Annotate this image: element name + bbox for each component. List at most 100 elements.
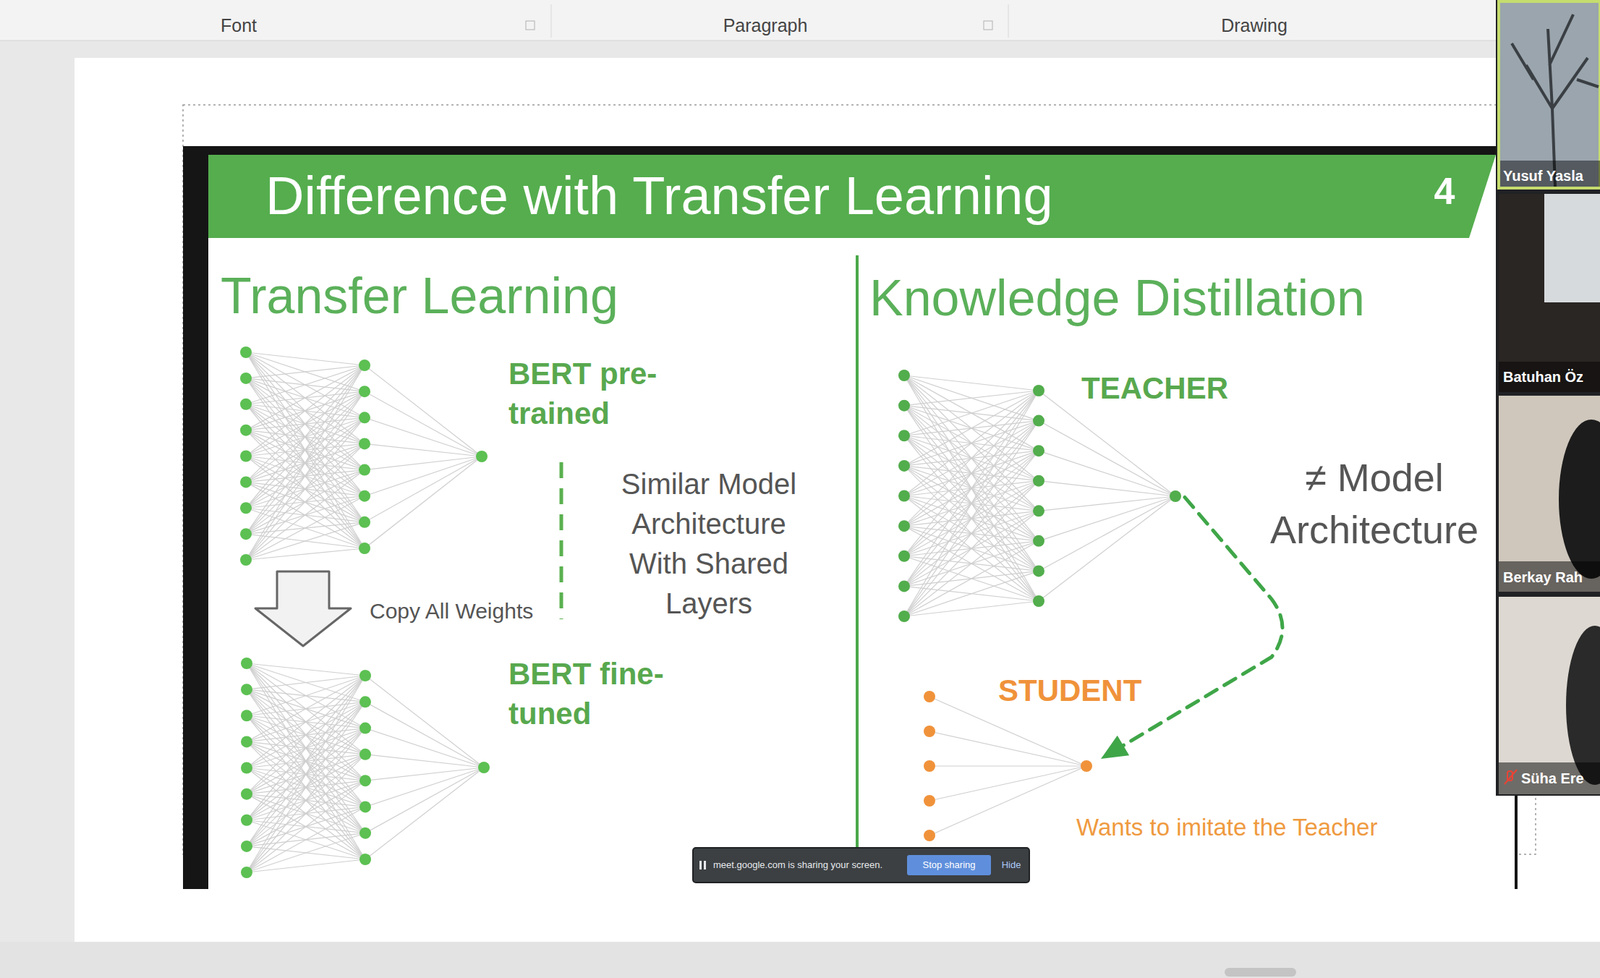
neuron-dot [1032, 384, 1045, 397]
neuron-dot [240, 683, 253, 696]
neuron-dot [923, 829, 936, 842]
network-link [904, 375, 1039, 391]
neuron-dot [1032, 595, 1045, 607]
pause-icon [699, 860, 702, 870]
network-link [245, 365, 365, 508]
neuron-dot [1032, 415, 1045, 427]
neuron-dot [240, 424, 252, 437]
network-drawing [238, 345, 489, 568]
network-link [365, 767, 484, 860]
ribbon-group-label: Font [166, 14, 312, 37]
ribbon-separator [1008, 4, 1010, 38]
network-link [364, 456, 482, 471]
neuron-dot [1032, 444, 1045, 457]
name-shade [1498, 561, 1600, 592]
neuron-dot [898, 490, 910, 502]
neuron-dot [898, 369, 910, 382]
network-link [1038, 496, 1176, 571]
network-drawing [896, 368, 1183, 624]
dialog-launcher [983, 20, 993, 30]
network-link [246, 675, 366, 690]
neuron-dot [358, 542, 371, 555]
node-label: BERT fine-tuned [508, 653, 683, 734]
neuron-dot [923, 690, 936, 703]
network-link [246, 675, 366, 716]
section-heading: Transfer Learning [220, 266, 619, 325]
neuron-dot [898, 520, 910, 532]
note-text: ≠ Model Architecture [1258, 451, 1491, 556]
button-label: Hide [998, 859, 1025, 871]
dashed-arrow [1123, 497, 1283, 746]
neuron-dot [923, 794, 936, 807]
network-link [246, 728, 366, 873]
neuron-dot [240, 450, 252, 463]
scrollbar-thumb [1224, 967, 1297, 977]
participant-name: Süha Ere [1521, 769, 1585, 787]
network-link [245, 365, 365, 457]
neuron-dot [240, 840, 253, 853]
network-link [246, 701, 366, 873]
network-link [904, 570, 1039, 617]
network-link [1038, 420, 1176, 497]
network-link [365, 675, 484, 768]
network-link [246, 675, 366, 742]
video-tile [1498, 1, 1600, 189]
network-link [364, 365, 482, 457]
network-link [245, 352, 365, 444]
network-link [904, 375, 1039, 451]
network-link [245, 352, 365, 471]
name-shade [1500, 160, 1600, 187]
stop-button [907, 854, 991, 876]
neuron-dot [1032, 535, 1045, 547]
network-link [904, 375, 1039, 482]
network-link [246, 833, 366, 873]
share-notice: meet.google.com is sharing your screen. [713, 859, 883, 871]
network-link [246, 663, 366, 702]
neuron-dot [240, 475, 252, 488]
network-link [245, 548, 365, 560]
name-shade [1498, 762, 1600, 795]
neuron-dot [240, 709, 253, 722]
ribbon-group-label: Paragraph [692, 14, 838, 37]
network-link [904, 510, 1039, 617]
network-link [245, 365, 365, 534]
document-page [74, 57, 1600, 942]
neuron-dot [240, 762, 253, 774]
network-link [1038, 390, 1176, 497]
neuron-dot [898, 580, 910, 592]
neuron-dot [475, 450, 488, 463]
network-link [246, 675, 366, 873]
network-link [245, 352, 365, 497]
neuron-dot [478, 761, 490, 774]
network-link [245, 352, 365, 549]
network-link [246, 780, 366, 873]
network-link [245, 470, 365, 560]
network-link [245, 443, 365, 560]
note-text: Similar Model Architecture With Shared L… [607, 464, 811, 624]
network-node: STUDENT [922, 689, 1094, 843]
network-link [904, 390, 1039, 557]
neuron-dot [359, 748, 372, 761]
neuron-dot [1080, 760, 1093, 772]
dashed-separator [559, 462, 564, 620]
network-link [246, 806, 366, 873]
neuron-dot [358, 464, 371, 476]
node-label: BERT pre-trained [508, 353, 683, 434]
network-link [246, 663, 366, 860]
slide-number: 4 [1422, 169, 1467, 213]
network-link [929, 765, 1087, 767]
network-link [904, 541, 1039, 617]
share-bar [692, 847, 1030, 883]
neuron-dot [240, 554, 252, 566]
network-link [904, 375, 1039, 511]
person-silhouette [1566, 625, 1600, 785]
network-link [245, 365, 365, 431]
mic-off-icon [1504, 769, 1517, 785]
neuron-dot [1032, 564, 1045, 577]
network-link [904, 375, 1039, 421]
network-link [929, 731, 1087, 767]
network-link [365, 767, 484, 781]
block-arrow [255, 571, 351, 646]
